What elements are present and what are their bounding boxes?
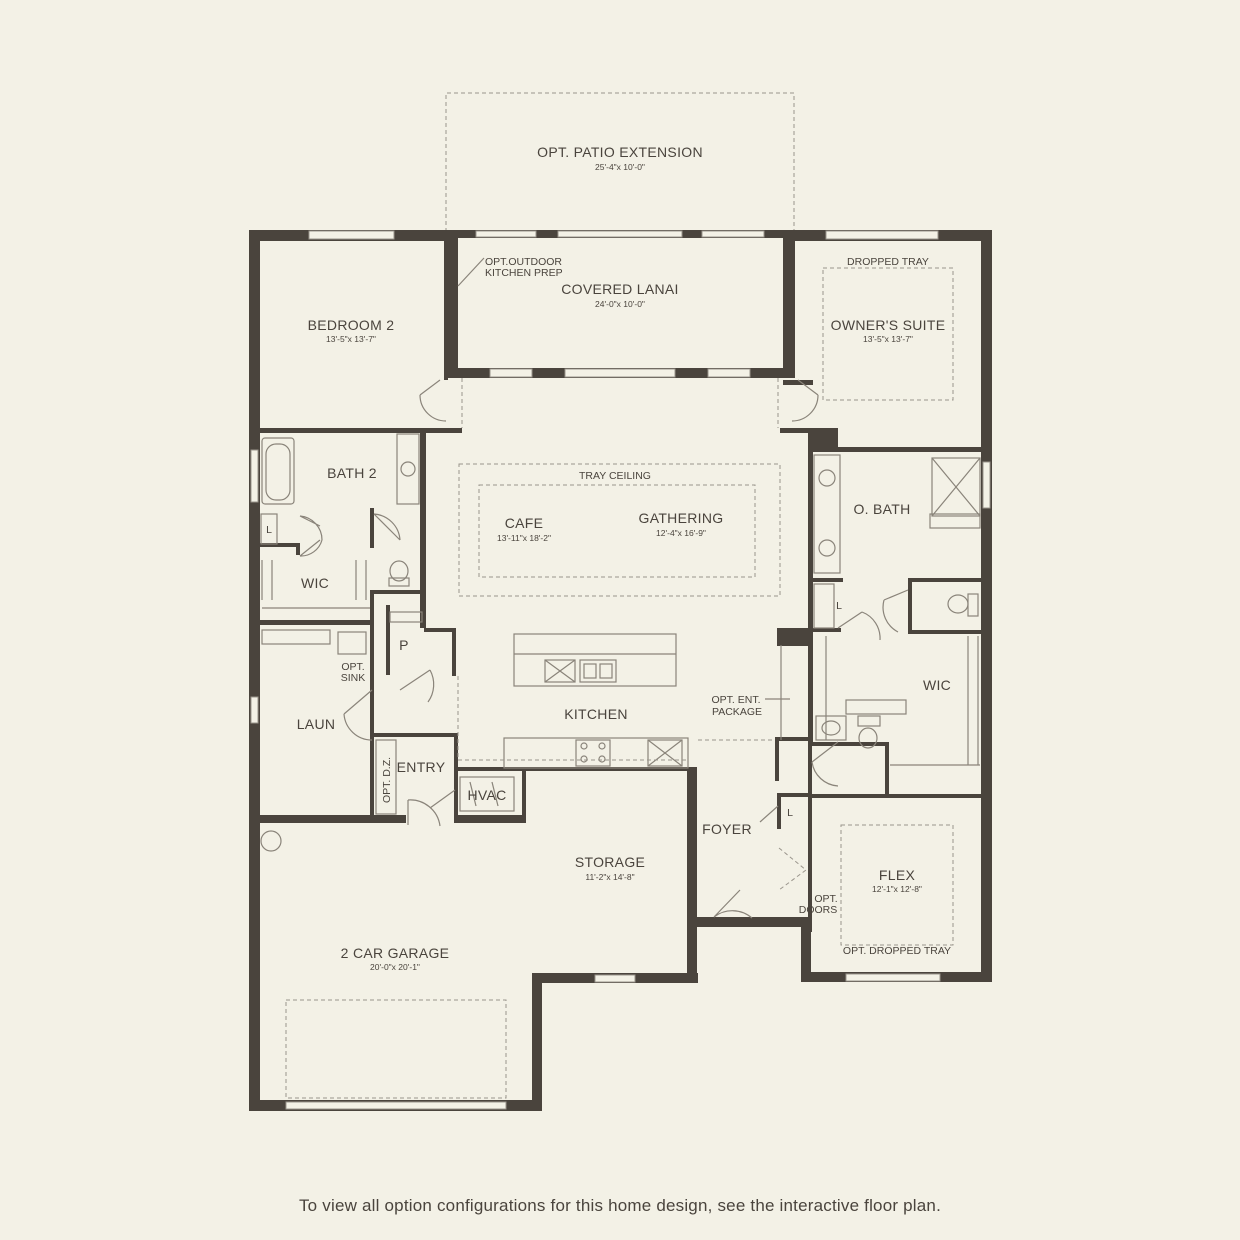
storage-dim: 11'-2"x 14'-8" bbox=[585, 872, 634, 882]
wic-left-label: WIC bbox=[301, 575, 329, 591]
hvac-label: HVAC bbox=[467, 787, 506, 803]
windows bbox=[250, 230, 991, 1110]
gathering-dim: 12'-4"x 16'-9" bbox=[656, 528, 706, 538]
garage-label: 2 CAR GARAGE bbox=[341, 945, 450, 961]
tray-ceiling-label: TRAY CEILING bbox=[579, 470, 651, 482]
doors bbox=[299, 379, 909, 919]
bedroom2-label: BEDROOM 2 bbox=[308, 317, 395, 333]
cafe-label: CAFE bbox=[505, 515, 544, 531]
ceiling-outlines bbox=[457, 267, 954, 946]
interior-walls bbox=[260, 240, 992, 932]
lanai-dim: 24'-0"x 10'-0" bbox=[595, 299, 645, 309]
storage-label: STORAGE bbox=[575, 854, 645, 870]
patio-extension-dim: 25'-4"x 10'-0" bbox=[595, 162, 645, 172]
linen-label-foyer: L bbox=[787, 807, 793, 819]
opt-ent-label-1: OPT. ENT. bbox=[711, 694, 760, 706]
gathering-label: GATHERING bbox=[639, 510, 724, 526]
flex-label: FLEX bbox=[879, 867, 916, 883]
flex-dim: 12'-1"x 12'-8" bbox=[872, 884, 922, 894]
linen-label-bath2: L bbox=[266, 524, 272, 536]
bath2-label: BATH 2 bbox=[327, 465, 377, 481]
bedroom2-dim: 13'-5"x 13'-7" bbox=[326, 334, 376, 344]
labels: OPT. PATIO EXTENSION 25'-4"x 10'-0" OPT.… bbox=[266, 144, 951, 972]
owners-suite-label: OWNER'S SUITE bbox=[831, 317, 946, 333]
outdoor-kitchen-label-1: OPT.OUTDOOR bbox=[485, 256, 562, 268]
pantry-label: P bbox=[399, 637, 409, 653]
opt-dropped-tray-label: OPT. DROPPED TRAY bbox=[843, 945, 951, 957]
opt-sink-label-1: OPT. bbox=[341, 661, 364, 673]
linen-label-obath: L bbox=[836, 600, 842, 612]
fixtures bbox=[260, 257, 981, 1099]
laun-label: LAUN bbox=[297, 716, 336, 732]
opt-doors-label-2: DOORS bbox=[799, 904, 838, 916]
opt-dz-label: OPT. D.Z. bbox=[381, 757, 393, 803]
patio-extension-label: OPT. PATIO EXTENSION bbox=[537, 144, 703, 160]
outdoor-kitchen-label-2: KITCHEN PREP bbox=[485, 267, 563, 279]
cafe-dim: 13'-11"x 18'-2" bbox=[497, 533, 551, 543]
entry-label: ENTRY bbox=[397, 759, 446, 775]
garage-dim: 20'-0"x 20'-1" bbox=[370, 962, 420, 972]
opt-ent-label-2: PACKAGE bbox=[712, 706, 762, 718]
obath-label: O. BATH bbox=[853, 501, 910, 517]
foyer-label: FOYER bbox=[702, 821, 752, 837]
caption-text: To view all option configurations for th… bbox=[298, 1196, 942, 1215]
opt-doors-label-1: OPT. bbox=[814, 893, 837, 905]
patio-extension bbox=[445, 92, 795, 232]
wic-right-label: WIC bbox=[923, 677, 951, 693]
dropped-tray-label: DROPPED TRAY bbox=[847, 256, 929, 268]
owners-suite-dim: 13'-5"x 13'-7" bbox=[863, 334, 913, 344]
opt-sink-label-2: SINK bbox=[341, 672, 366, 684]
kitchen-label: KITCHEN bbox=[564, 706, 628, 722]
lanai-label: COVERED LANAI bbox=[561, 281, 679, 297]
